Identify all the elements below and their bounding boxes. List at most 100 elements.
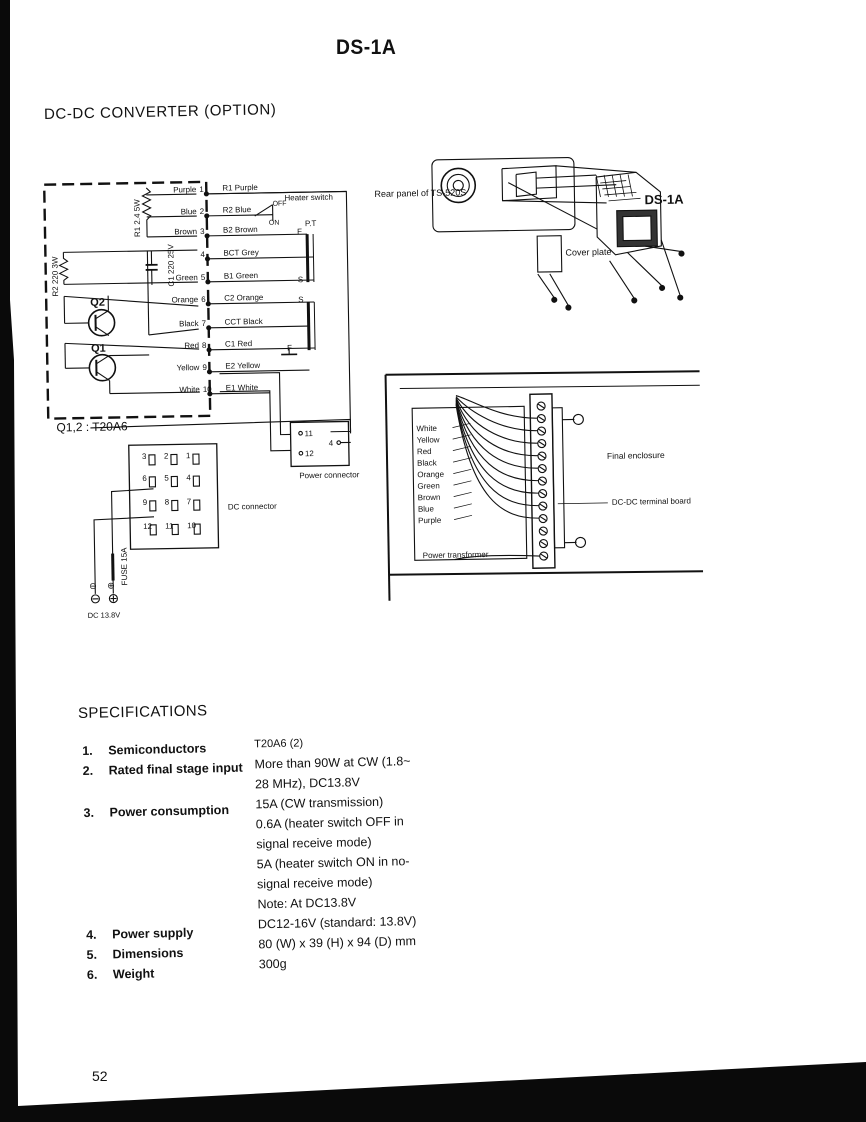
pt-lead-label: B1 Green — [224, 271, 258, 281]
wire-color-label: Orange — [171, 295, 198, 304]
wire-color-label: Yellow — [176, 363, 199, 372]
pt-lead-label: C2 Orange — [224, 293, 264, 303]
dc-pin-number: 12 — [143, 522, 153, 531]
wire-leader — [454, 514, 473, 520]
pin-number: 5 — [201, 273, 206, 282]
spec-value: T20A6 (2) — [254, 737, 304, 751]
pt-wire — [209, 347, 316, 351]
page-title: DS-1A — [336, 36, 397, 59]
terminal-slot — [539, 503, 547, 509]
terminal-slot — [540, 553, 548, 559]
pt-wire — [206, 214, 273, 217]
harness-wire — [454, 554, 540, 561]
spec-number: 2. — [82, 763, 94, 778]
pc-pin-12: 12 — [305, 449, 315, 458]
transistor-type-label: Q1,2 : T20A6 — [56, 419, 128, 434]
enclosure-wire-label: Black — [417, 458, 438, 467]
terminal-slot — [538, 441, 546, 446]
pt-wire — [207, 233, 308, 237]
pin-number: 6 — [201, 295, 206, 304]
wire-color-label: Green — [176, 273, 198, 282]
harness-wire — [455, 402, 539, 494]
spec-number: 3. — [83, 805, 95, 820]
wire-leader — [453, 491, 472, 497]
spec-value: 5A (heater switch ON in no- — [256, 854, 410, 872]
pt-wire — [207, 279, 314, 283]
spec-value: 0.6A (heater switch OFF in — [255, 814, 404, 832]
spec-number: 1. — [82, 743, 93, 758]
pin-number: 9 — [202, 363, 207, 372]
terminal-slot — [538, 428, 545, 434]
wire-color-label: Red — [184, 341, 199, 350]
spec-value: 15A (CW transmission) — [255, 794, 384, 812]
r1-label: R1 2.4 5W — [132, 199, 142, 237]
switch-on-label: ON — [269, 220, 280, 227]
power-connector-label: Power connector — [299, 470, 360, 480]
pt-f1-label: F — [297, 227, 302, 236]
r2-label: R2 220 3W — [50, 256, 60, 297]
pt-lead-label: CCT Black — [225, 317, 264, 327]
pt-wire — [209, 369, 310, 373]
cover-plate-label: Cover plate — [565, 247, 611, 258]
wire-leader — [453, 468, 472, 474]
dc-supply-label: DC 13.8V — [88, 610, 121, 620]
dc-pin-number: 6 — [142, 474, 147, 483]
pt-f2-label: F — [287, 343, 292, 352]
pt-lead-label: E1 White — [226, 383, 259, 393]
enclosure-wire-label: Purple — [418, 516, 442, 525]
spec-item-power-supply: 4.Power supply — [86, 926, 194, 942]
spec-item-dimensions: 5.Dimensions — [86, 946, 183, 962]
schematic — [42, 180, 352, 604]
dc-pin-number: 5 — [164, 474, 169, 483]
pt-wire — [208, 325, 309, 329]
pin-number: 2 — [200, 207, 205, 216]
dc-pin-number: 4 — [186, 473, 191, 482]
harness-wire — [455, 396, 538, 432]
wire-color-label: Brown — [174, 227, 197, 236]
harness-wire — [455, 401, 539, 482]
pin-number: 1 — [199, 185, 204, 194]
terminal-board-label: DC-DC terminal board — [612, 496, 691, 506]
dc-pin-number: 3 — [142, 452, 147, 461]
c1-label: C1 220 25V — [166, 244, 176, 287]
wire-color-label: Black — [179, 319, 200, 328]
heater-switch-label: Heater switch — [284, 193, 333, 203]
dc-pin-number: 1 — [186, 451, 191, 460]
dc-pin-number: 9 — [143, 498, 148, 507]
pt-lead-label: BCT Grey — [223, 248, 259, 258]
enclosure-wire-label: Orange — [417, 470, 444, 479]
converter-figure: R1 2.4 5W R2 220 3W C1 220 25V Heater sw… — [42, 157, 704, 620]
switch-off-label: OFF — [272, 200, 286, 207]
final-enclosure-label: Final enclosure — [607, 450, 665, 461]
enclosure-drawing — [384, 370, 704, 601]
harness-wire — [455, 400, 539, 469]
terminal-slot — [539, 491, 546, 496]
spec-item-rated-input: 2.Rated final stage input — [83, 761, 243, 778]
fuse-label: FUSE 15A — [120, 547, 130, 586]
pin-number: 8 — [202, 341, 207, 350]
harness-wire — [455, 398, 538, 457]
pt-lead-label: R2 Blue — [223, 205, 252, 215]
enclosure-wire-label: White — [416, 424, 437, 433]
page-number: 52 — [92, 1068, 108, 1084]
pt-lead-label: B2 Brown — [223, 225, 258, 235]
pin-number: 3 — [200, 227, 205, 236]
enclosure-wire-label: Green — [417, 481, 439, 490]
q2-label: Q2 — [90, 297, 105, 309]
dc-pin-number: 2 — [164, 452, 169, 461]
enclosure-wire-label: Red — [417, 447, 432, 456]
spec-value: More than 90W at CW (1.8~ — [254, 754, 411, 772]
spec-label: Semiconductors — [108, 741, 207, 758]
enclosure-wire-label: Blue — [418, 504, 435, 513]
q1-label: Q1 — [91, 343, 106, 355]
spec-item-semiconductors: 1. Semiconductors — [82, 741, 206, 758]
dc-pin-number: 7 — [187, 497, 192, 506]
pt-lead-label: C1 Red — [225, 339, 252, 348]
dc-pin-number: 10 — [187, 521, 197, 530]
dc-connector-label: DC connector — [228, 502, 277, 512]
wire-color-label: White — [179, 385, 200, 394]
minus-symbol: ⊖ — [89, 581, 97, 591]
pin-number: 7 — [202, 319, 207, 328]
pc-pin-11: 11 — [304, 429, 313, 438]
